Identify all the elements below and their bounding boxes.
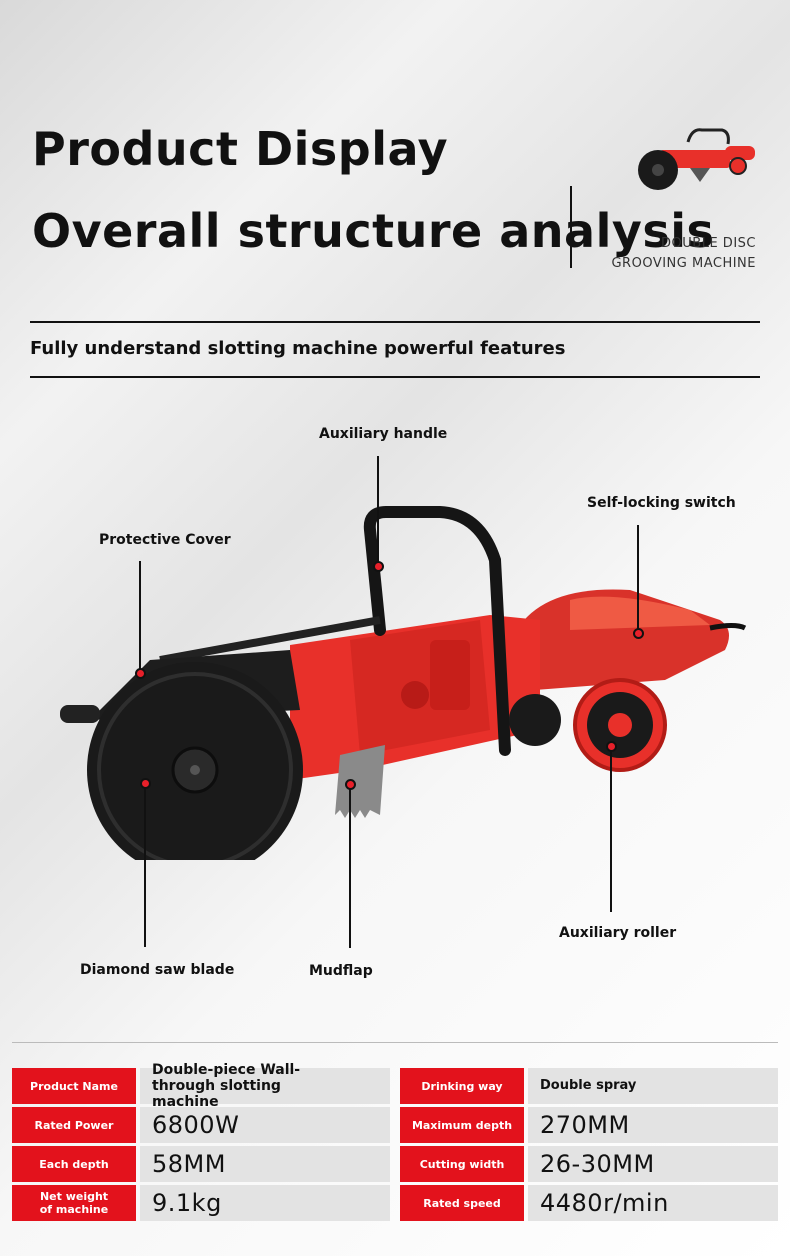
- spec-label-net-weight: Net weight of machine: [12, 1185, 136, 1221]
- callout-diamond-saw-blade: Diamond saw blade: [80, 962, 235, 978]
- callout-mudflap: Mudflap: [309, 963, 373, 979]
- pointer-auxiliary-handle: [377, 456, 379, 564]
- spec-label-rated-speed: Rated speed: [400, 1185, 524, 1221]
- spec-value-each-depth: 58MM: [140, 1146, 390, 1182]
- grooving-machine-illustration: [60, 506, 747, 860]
- bottom-rule: [30, 376, 760, 378]
- callout-self-locking-switch: Self-locking switch: [587, 495, 736, 511]
- spec-value-rated-speed: 4480r/min: [528, 1185, 778, 1221]
- spec-value-product-name: Double-piece Wall-through slotting machi…: [140, 1062, 390, 1110]
- callout-protective-cover: Protective Cover: [99, 532, 231, 548]
- spec-value-net-weight: 9.1kg: [140, 1185, 390, 1221]
- product-type-line1: DOUBLE DISC: [661, 236, 756, 251]
- spec-value-rated-power: 6800W: [140, 1107, 390, 1143]
- spec-label-product-name: Product Name: [12, 1068, 136, 1104]
- tagline: Fully understand slotting machine powerf…: [30, 338, 566, 359]
- spec-label-maximum-depth: Maximum depth: [400, 1107, 524, 1143]
- pointer-self-locking-switch: [637, 525, 639, 631]
- top-rule: [30, 321, 760, 323]
- pointer-diamond-saw-blade: [144, 787, 146, 947]
- callout-auxiliary-handle: Auxiliary handle: [319, 426, 448, 442]
- spec-value-drinking-way: Double spray: [528, 1068, 778, 1104]
- pointer-auxiliary-roller: [610, 750, 612, 912]
- spec-value-cutting-width: 26-30MM: [528, 1146, 778, 1182]
- machine-thumbnail: [638, 128, 755, 190]
- spec-label-drinking-way: Drinking way: [400, 1068, 524, 1104]
- callout-auxiliary-roller: Auxiliary roller: [559, 925, 677, 941]
- spec-label-each-depth: Each depth: [12, 1146, 136, 1182]
- page-subtitle: Overall structure analysis: [32, 204, 715, 258]
- pointer-protective-cover: [139, 561, 141, 671]
- pointer-mudflap: [349, 788, 351, 948]
- page-title: Product Display: [32, 122, 449, 176]
- spec-value-maximum-depth: 270MM: [528, 1107, 778, 1143]
- product-type-line2: GROOVING MACHINE: [611, 256, 756, 271]
- title-divider: [570, 186, 572, 268]
- spec-label-rated-power: Rated Power: [12, 1107, 136, 1143]
- spec-label-cutting-width: Cutting width: [400, 1146, 524, 1182]
- marker-protective-cover: [135, 668, 146, 679]
- marker-self-locking-switch: [633, 628, 644, 639]
- specs-separator: [12, 1042, 778, 1043]
- marker-auxiliary-handle: [373, 561, 384, 572]
